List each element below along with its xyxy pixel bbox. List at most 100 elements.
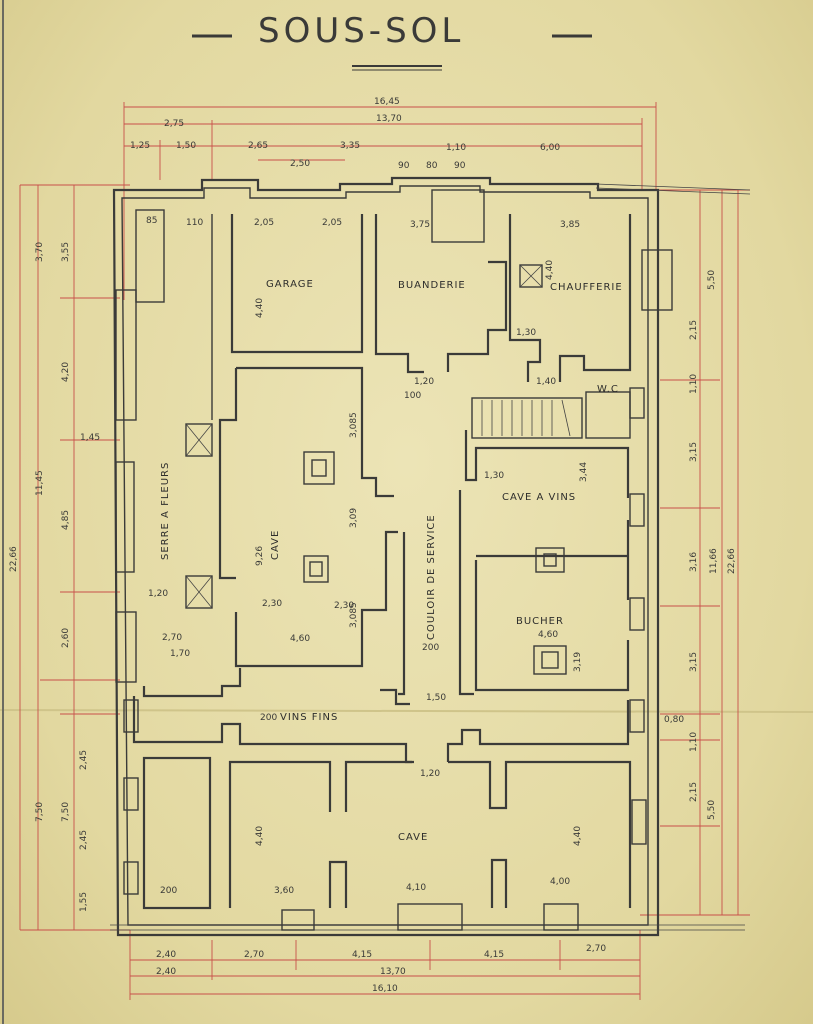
dimension-labels: 16,45 13,70 2,75 1,25 1,50 2,65 3,35 1,1… [9, 97, 737, 994]
dim-170: 1,70 [170, 649, 190, 659]
dim-145: 1,45 [80, 433, 100, 443]
dimension-lines-red [19, 102, 750, 1000]
dim-110-chauff: 1,30 [516, 328, 536, 338]
dim-150: 1,50 [176, 141, 196, 151]
dim-top-1370: 13,70 [376, 114, 402, 124]
paper-fold-line [0, 709, 813, 713]
dim-344: 3,44 [579, 462, 589, 482]
dim-bot-270b: 2,70 [586, 944, 606, 954]
dim-right-550b: 5,50 [707, 800, 717, 820]
dim-left-420: 4,20 [61, 362, 71, 382]
dim-125: 1,25 [130, 141, 150, 151]
dim-319: 3,19 [573, 652, 583, 672]
dim-left-1145: 11,45 [35, 470, 45, 496]
dim-80a: 80 [426, 161, 438, 171]
dim-375: 3,75 [410, 220, 430, 230]
dim-205b: 2,05 [322, 218, 342, 228]
staircase [481, 399, 571, 437]
dim-right-2266: 22,66 [727, 548, 737, 574]
dim-265: 2,65 [248, 141, 268, 151]
dim-110b: 110 [186, 218, 203, 228]
dim-left-370: 3,70 [35, 242, 45, 262]
dim-bot-270a: 2,70 [244, 950, 264, 960]
dim-right-550a: 5,50 [707, 270, 717, 290]
room-wc: W.C [597, 384, 619, 395]
dim-130: 1,30 [484, 471, 504, 481]
dim-right-110b: 1,10 [689, 732, 699, 752]
room-vins-fins: VINS FINS [280, 712, 338, 723]
dim-230a: 2,30 [262, 599, 282, 609]
dim-right-1166: 11,66 [709, 548, 719, 574]
dim-right-080: 0,80 [664, 715, 684, 725]
room-garage: GARAGE [266, 279, 314, 290]
dim-right-110a: 1,10 [689, 374, 699, 394]
dim-90a: 90 [398, 161, 410, 171]
dim-right-315a: 3,15 [689, 442, 699, 462]
dim-bot-1370: 13,70 [380, 967, 406, 977]
dim-90b: 90 [454, 161, 466, 171]
dim-400: 4,00 [550, 877, 570, 887]
dim-100: 100 [404, 391, 421, 401]
dim-3085-top: 3,085 [349, 412, 359, 438]
dim-110: 1,10 [446, 143, 466, 153]
dim-left-245a: 2,45 [79, 750, 89, 770]
dim-left-155: 1,55 [79, 892, 89, 912]
dim-600: 6,00 [540, 143, 560, 153]
dim-275: 2,75 [164, 119, 184, 129]
dim-top-total: 16,45 [374, 97, 400, 107]
dim-440-garage: 4,40 [255, 298, 265, 318]
dim-left-245b: 2,45 [79, 830, 89, 850]
room-cave-a-vins: CAVE A VINS [502, 492, 576, 503]
dim-bot-415a: 4,15 [352, 950, 372, 960]
dim-440-cave-bas-right: 4,40 [573, 826, 583, 846]
dim-bot-1610: 16,10 [372, 984, 398, 994]
room-serre-a-fleurs: SERRE A FLEURS [160, 462, 171, 560]
dim-926: 9,26 [255, 546, 265, 566]
dim-460b: 4,60 [538, 630, 558, 640]
dim-left-485: 4,85 [61, 510, 71, 530]
dim-385: 3,85 [560, 220, 580, 230]
dim-85: 85 [146, 216, 157, 226]
room-chaufferie: CHAUFFERIE [550, 282, 623, 293]
room-couloir-de-service: COULOIR DE SERVICE [426, 514, 437, 640]
dim-205a: 2,05 [254, 218, 274, 228]
dim-120a: 1,20 [414, 377, 434, 387]
dim-left-750a: 7,50 [35, 802, 45, 822]
dim-120b: 1,20 [148, 589, 168, 599]
dim-right-215a: 2,15 [689, 320, 699, 340]
dim-right-215b: 2,15 [689, 782, 699, 802]
room-bucher: BUCHER [516, 616, 564, 627]
dim-bot-240b: 2,40 [156, 967, 176, 977]
dim-270: 2,70 [162, 633, 182, 643]
room-buanderie: BUANDERIE [398, 280, 466, 291]
dim-140: 1,40 [536, 377, 556, 387]
interior-walls [115, 189, 673, 931]
dim-200: 200 [422, 643, 439, 653]
dim-3085-bot: 3,085 [349, 602, 359, 628]
dim-120c: 1,20 [420, 769, 440, 779]
dim-309: 3,09 [349, 508, 359, 528]
dim-230b: 2,30 [334, 601, 354, 611]
dim-440-chaufferie: 4,40 [545, 260, 555, 280]
dim-right-316: 3,16 [689, 552, 699, 572]
page-title: SOUS-SOL [258, 11, 464, 51]
dim-left-355: 3,55 [61, 242, 71, 262]
dim-360: 3,60 [274, 886, 294, 896]
dim-200-vins: 200 [260, 713, 277, 723]
dim-left-750b: 7,50 [61, 802, 71, 822]
room-cave-centre: CAVE [270, 530, 281, 560]
dim-left-260: 2,60 [61, 628, 71, 648]
room-cave-bas: CAVE [398, 832, 428, 843]
dim-150b: 1,50 [426, 693, 446, 703]
dim-bot-415b: 4,15 [484, 950, 504, 960]
dim-bot-240a: 2,40 [156, 950, 176, 960]
dim-left-2266: 22,66 [9, 546, 19, 572]
dim-460a: 4,60 [290, 634, 310, 644]
dim-440-cave-bas-left: 4,40 [255, 826, 265, 846]
dim-right-315b: 3,15 [689, 652, 699, 672]
dim-200b: 200 [160, 886, 177, 896]
dim-250: 2,50 [290, 159, 310, 169]
dim-410: 4,10 [406, 883, 426, 893]
